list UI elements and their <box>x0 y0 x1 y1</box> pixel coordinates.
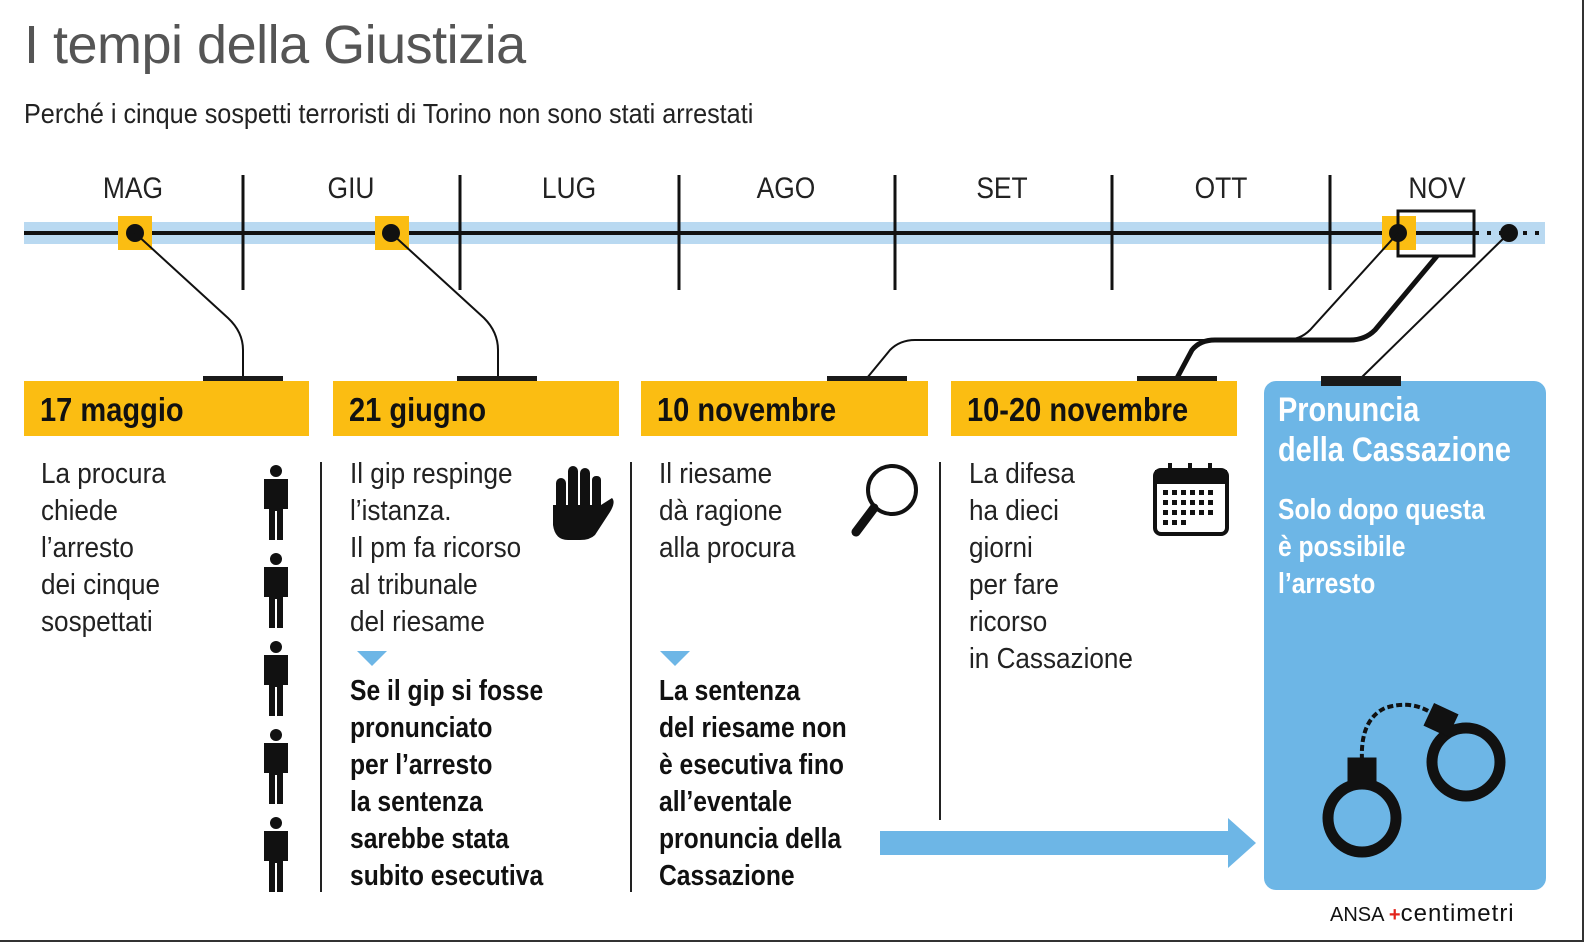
month-label: OTT <box>1194 172 1248 205</box>
divider <box>320 462 322 892</box>
month-label: MAG <box>102 172 164 205</box>
cassazione-box <box>1264 381 1546 890</box>
step-note: La sentenza del riesame non è esecutiva … <box>659 675 847 892</box>
month-label: NOV <box>1408 172 1466 205</box>
triangle-icon <box>357 651 387 666</box>
month-label: AGO <box>756 172 816 205</box>
divider <box>939 462 941 820</box>
month-label: GIU <box>327 172 375 205</box>
page-title: I tempi della Giustizia <box>24 15 526 75</box>
tab-marker <box>1321 376 1401 386</box>
calendar-icon <box>1153 463 1229 536</box>
final-text: Solo dopo questa è possibile l’arresto <box>1278 494 1485 600</box>
month-label: LUG <box>541 172 597 205</box>
subtitle: Perché i cinque sospetti terroristi di T… <box>24 98 754 129</box>
hand-icon <box>553 466 614 540</box>
person-icon <box>264 465 288 892</box>
connectors <box>134 232 1510 379</box>
month-label: SET <box>976 172 1028 205</box>
credit: ANSA +centimetri <box>1330 900 1515 927</box>
month-dividers <box>241 175 1332 290</box>
step-date: 10-20 novembre <box>951 381 1237 436</box>
magnifier-icon <box>851 464 918 537</box>
step-text: La procura chiede l’arresto dei cinque s… <box>41 458 166 638</box>
handcuffs-icon <box>1322 702 1506 858</box>
arrow <box>880 818 1256 868</box>
step-date: 21 giugno <box>333 381 619 436</box>
step-text: La difesa ha dieci giorni per fare ricor… <box>969 458 1133 675</box>
step-note: Se il gip si fosse pronunciato per l’arr… <box>350 675 544 892</box>
step-text: Il gip respinge l’istanza. Il pm fa rico… <box>350 458 522 638</box>
step-date: 17 maggio <box>24 381 309 436</box>
step-text: Il riesame dà ragione alla procura <box>659 458 796 564</box>
triangle-icon <box>660 651 690 666</box>
divider <box>630 462 632 892</box>
final-title: Pronuncia della Cassazione <box>1278 391 1511 469</box>
step-date: 10 novembre <box>641 381 928 436</box>
